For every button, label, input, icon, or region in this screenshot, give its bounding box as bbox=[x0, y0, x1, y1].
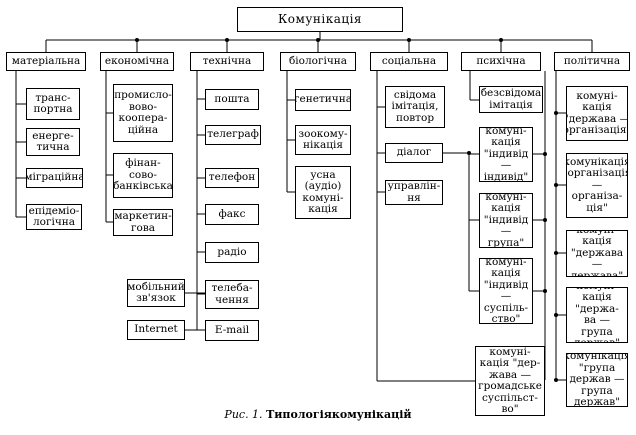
item-individual-individual: комуні- кація "індивід — індивід" bbox=[479, 127, 533, 182]
item-conscious-imitation: свідома імітація, повтор bbox=[385, 86, 445, 128]
item-transport: транс- портна bbox=[26, 88, 80, 120]
item-management: управлін- ня bbox=[385, 180, 443, 205]
caption-prefix: Рис. 1. bbox=[224, 408, 263, 421]
item-organization-organization: комунікація "організація — організа- ція… bbox=[566, 153, 628, 218]
item-unconscious-imitation: безсвідома імітація bbox=[479, 86, 543, 113]
junction-dot bbox=[543, 289, 547, 293]
item-financial-banking: фінан- сово- банківська bbox=[113, 153, 173, 198]
junction-dot bbox=[554, 313, 558, 317]
junction-dot bbox=[407, 38, 411, 42]
item-state-state: комуні- кація "держава — держава" bbox=[566, 230, 628, 277]
item-energy: енерге- тична bbox=[26, 128, 80, 156]
junction-dot bbox=[467, 151, 471, 155]
item-state-civil-society: комуні- кація "дер- жава — громадське су… bbox=[475, 346, 545, 416]
item-epidemiological: епідеміо- логічна bbox=[26, 204, 82, 230]
category-political: політична bbox=[554, 52, 630, 71]
root-node: Комунікація bbox=[237, 7, 403, 32]
item-internet: Internet bbox=[127, 320, 185, 340]
item-oral-audio: усна (аудіо) комуні- кація bbox=[295, 166, 351, 219]
junction-dot bbox=[554, 378, 558, 382]
item-migration: міграційна bbox=[26, 168, 83, 188]
item-mail: пошта bbox=[205, 89, 259, 110]
junction-dot bbox=[135, 38, 139, 42]
item-dialogue: діалог bbox=[385, 143, 443, 163]
item-industrial-cooperative: промисло- вово- коопера- ційна bbox=[113, 84, 173, 142]
item-zoocommunication: зоокому- нікація bbox=[295, 125, 351, 155]
item-individual-group: комуні- кація "індивід — група" bbox=[479, 193, 533, 248]
item-telegraph: телеграф bbox=[205, 125, 261, 145]
category-psychic: психічна bbox=[461, 52, 541, 71]
item-television: телеба- чення bbox=[205, 280, 259, 309]
junction-dot bbox=[554, 251, 558, 255]
item-genetic: генетична bbox=[295, 89, 351, 111]
junction-dot bbox=[543, 218, 547, 222]
junction-dot bbox=[316, 38, 320, 42]
junction-dot bbox=[554, 111, 558, 115]
junction-dot bbox=[499, 38, 503, 42]
item-state-organization: комуні- кація "держава — організація" bbox=[566, 86, 628, 141]
item-group-group-states: комунікація "група держав — група держав… bbox=[566, 353, 628, 407]
junction-dot bbox=[554, 183, 558, 187]
caption-title: Типологіякомунікацій bbox=[266, 408, 412, 421]
item-fax: факс bbox=[205, 204, 259, 225]
item-radio: радіо bbox=[205, 242, 259, 263]
item-telephone: телефон bbox=[205, 168, 259, 188]
item-marketing: маркетин- гова bbox=[113, 209, 173, 236]
junction-dot bbox=[543, 152, 547, 156]
category-economic: економічна bbox=[100, 52, 174, 71]
category-technical: технічна bbox=[190, 52, 264, 71]
category-social: соціальна bbox=[370, 52, 448, 71]
junction-dot bbox=[225, 38, 229, 42]
category-biological: біологічна bbox=[280, 52, 356, 71]
figure-caption: Рис. 1. Типологіякомунікацій bbox=[0, 408, 636, 421]
item-individual-society: комуні- кація "індивід — суспіль- ство" bbox=[479, 258, 533, 324]
item-mobile: мобільний зв'язок bbox=[127, 279, 185, 307]
item-state-group-states: комуні- кація "держа- ва — група держав" bbox=[566, 287, 628, 343]
category-material: матеріальна bbox=[6, 52, 86, 71]
item-email: E-mail bbox=[205, 320, 259, 341]
